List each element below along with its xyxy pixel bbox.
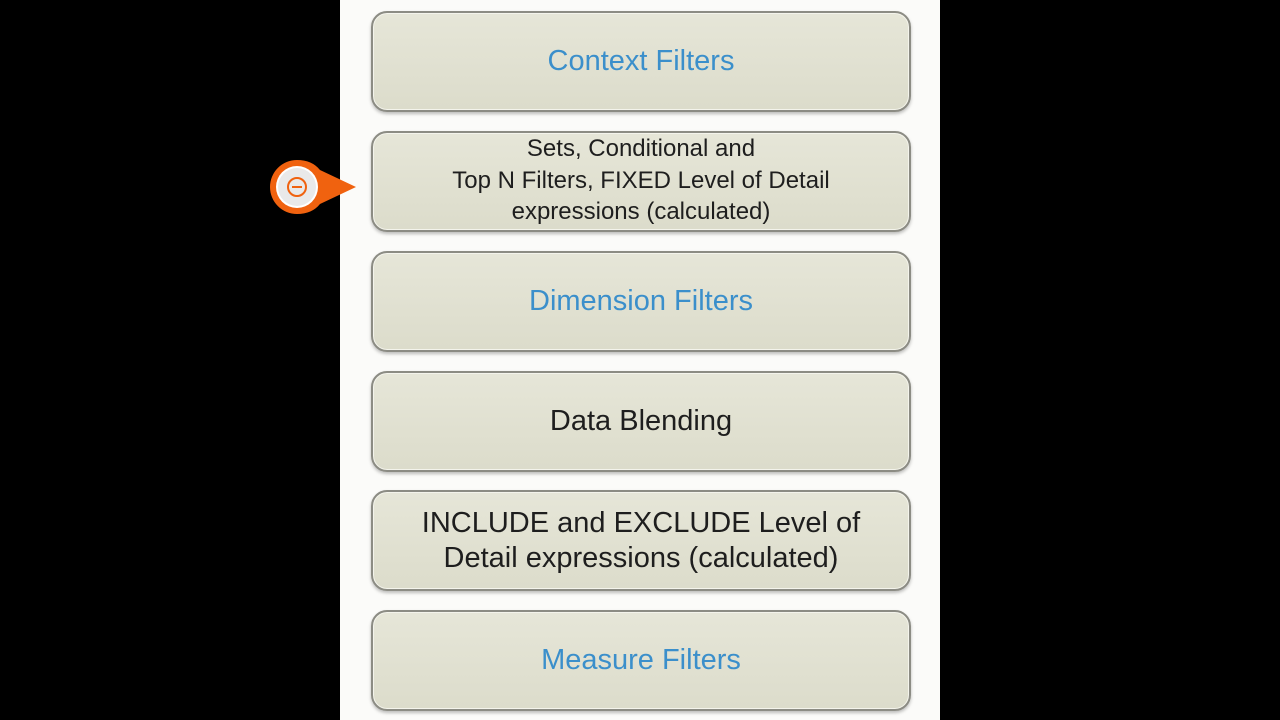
box-label: INCLUDE and EXCLUDE Level of Detail expr…: [421, 506, 861, 574]
diagram-panel: [340, 0, 940, 720]
box-dimension-filters: Dimension Filters: [371, 251, 911, 352]
minus-circle-icon[interactable]: [268, 158, 360, 216]
box-label: Sets, Conditional and Top N Filters, FIX…: [452, 134, 830, 226]
hotspot-marker[interactable]: [268, 158, 360, 216]
box-label: Measure Filters: [541, 643, 741, 676]
box-label: Data Blending: [549, 405, 733, 438]
box-measure-filters: Measure Filters: [371, 610, 911, 711]
box-include-exclude-lod: INCLUDE and EXCLUDE Level of Detail expr…: [371, 490, 911, 591]
box-context-filters: Context Filters: [371, 11, 911, 112]
box-data-blending: Data Blending: [371, 371, 911, 472]
box-label: Dimension Filters: [529, 284, 753, 317]
box-sets-conditional-topn-fixed-lod: Sets, Conditional and Top N Filters, FIX…: [371, 131, 911, 232]
box-label: Context Filters: [547, 44, 735, 77]
